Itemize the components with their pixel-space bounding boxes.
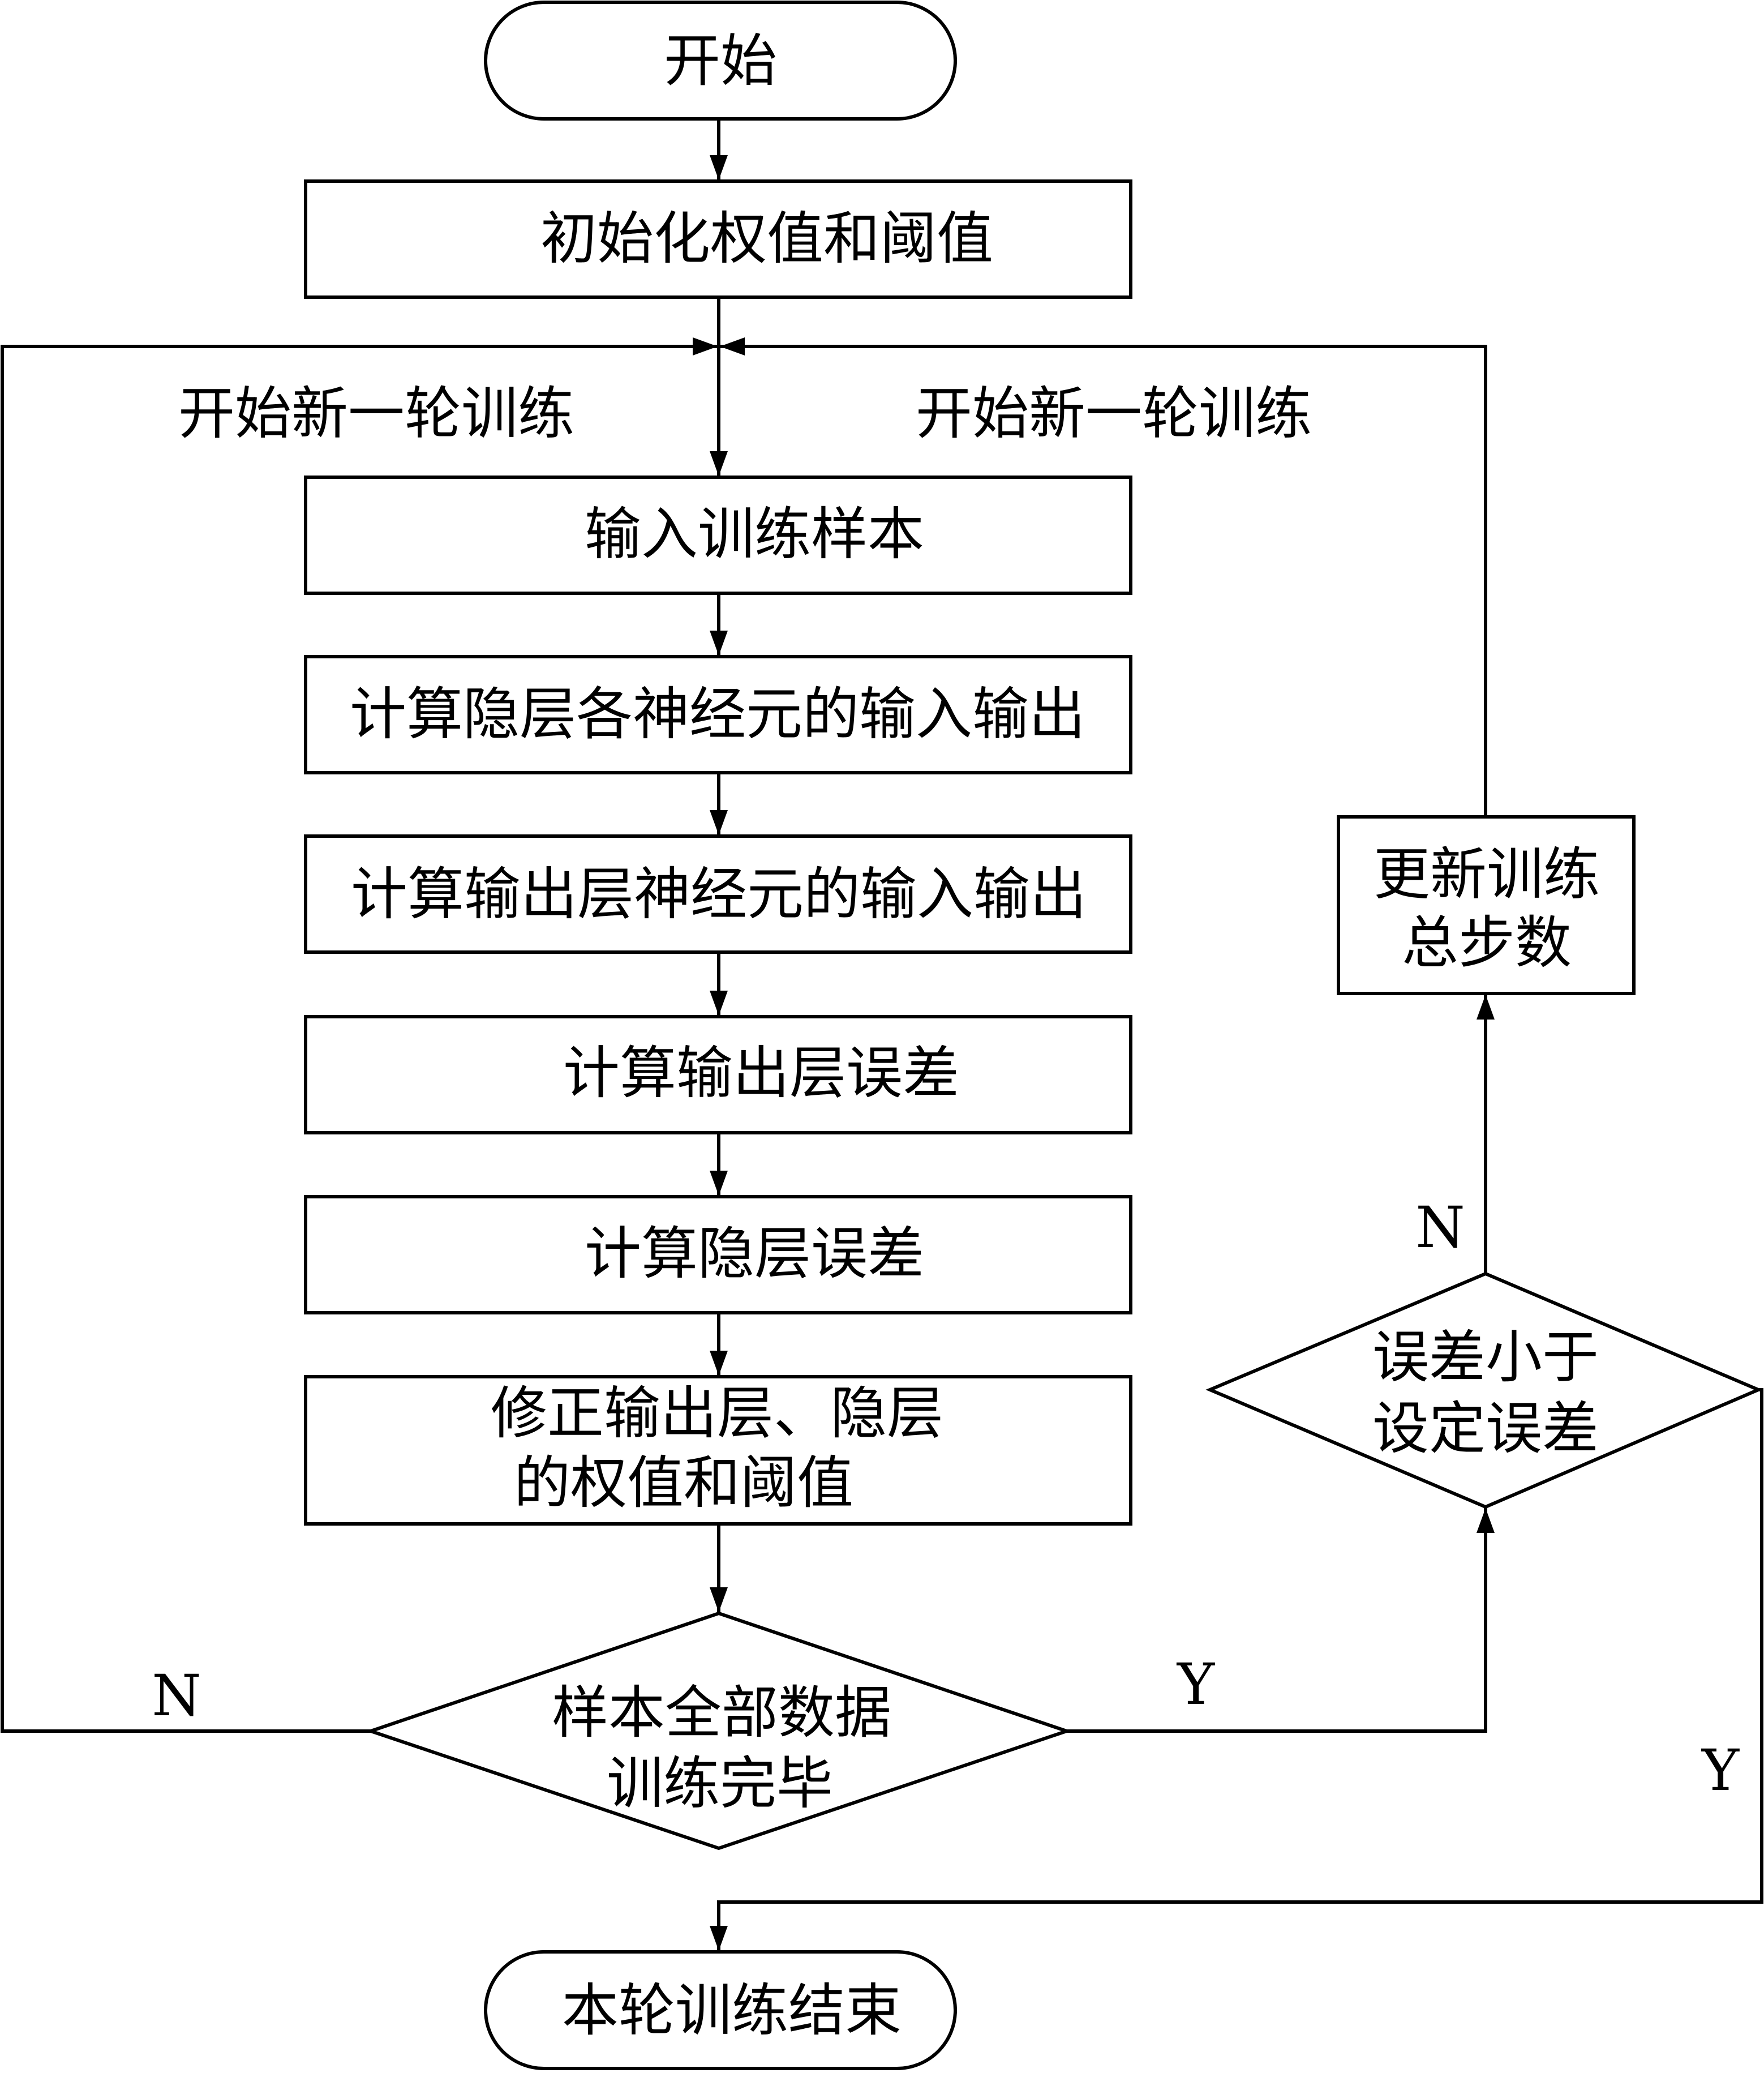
error-check-label-line2: 设定误差 xyxy=(1372,1395,1599,1462)
error-no-label: N xyxy=(1415,1194,1465,1261)
update-steps-label-line2: 总步数 xyxy=(1402,910,1572,976)
error-check-label-line1: 误差小于 xyxy=(1372,1324,1599,1390)
calc-hidden-err-label: 计算隐层误差 xyxy=(585,1220,924,1287)
samples-done-label-line2: 训练完毕 xyxy=(607,1750,833,1817)
edge-samples-yes xyxy=(1067,1508,1495,1733)
samples-done-diamond xyxy=(365,1611,1072,1851)
adjust-label-line1: 修正输出层、隐层 xyxy=(491,1380,943,1446)
update-steps-label-line1: 更新训练 xyxy=(1374,841,1600,907)
error-yes-label: Y xyxy=(1701,1737,1740,1804)
end-terminator xyxy=(484,1950,957,2070)
edge-samples-no-loop xyxy=(1,337,718,1733)
error-check-diamond xyxy=(1205,1271,1763,1509)
edge-error-yes xyxy=(710,1388,1763,1951)
calc-output-io-label: 计算输出层神经元的输入输出 xyxy=(351,861,1087,927)
samples-done-label-line1: 样本全部数据 xyxy=(552,1680,891,1746)
input-sample-label: 输入训练样本 xyxy=(585,501,924,567)
calc-hidden-io-label: 计算隐层各神经元的输入输出 xyxy=(350,681,1085,747)
edge-update-loop xyxy=(720,337,1487,817)
new-round-left-label: 开始新一轮训练 xyxy=(178,380,574,447)
samples-yes-label: Y xyxy=(1176,1651,1215,1717)
end-label: 本轮训练结束 xyxy=(562,1977,902,2044)
adjust-label-line2: 的权值和阈值 xyxy=(514,1450,853,1516)
init-label: 初始化权值和阈值 xyxy=(540,205,993,272)
start-label: 开始 xyxy=(664,28,777,94)
new-round-right-label: 开始新一轮训练 xyxy=(916,380,1312,447)
calc-output-err-label: 计算输出层误差 xyxy=(563,1040,959,1106)
samples-no-label: N xyxy=(152,1663,201,1729)
